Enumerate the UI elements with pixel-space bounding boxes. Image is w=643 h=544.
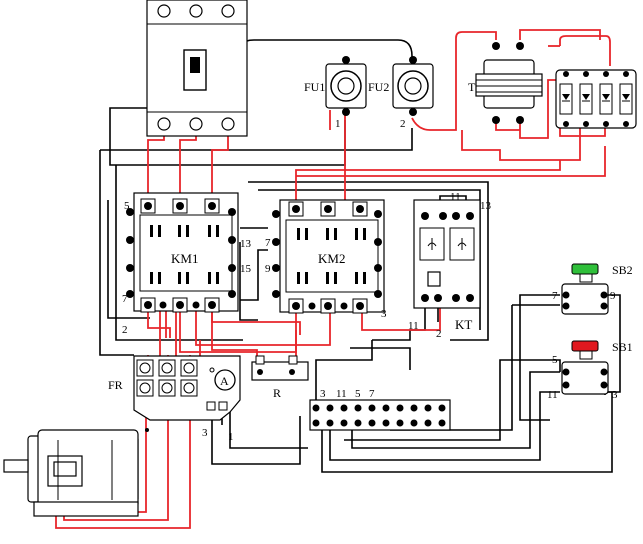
- resistor-label: R: [273, 386, 281, 400]
- km1-bottom-terminals: [140, 297, 220, 313]
- fu1-label: FU1: [304, 80, 325, 94]
- sb1-terminal-11: 11: [547, 389, 558, 401]
- kt-terminal-11-bottom: 11: [408, 320, 419, 332]
- fr-top-terminals: [136, 359, 198, 377]
- kt-terminal-2: 2: [436, 328, 442, 340]
- fr-terminal-1: 1: [228, 431, 234, 443]
- km1-top-terminals: [140, 198, 220, 214]
- diode-icon: [599, 83, 613, 115]
- red-button-cap: [571, 340, 599, 352]
- transformer-label: T: [468, 80, 476, 94]
- strip-terminal-5: 5: [355, 388, 361, 400]
- fr-terminal-3: 3: [202, 427, 208, 439]
- km2-top-terminals: [288, 201, 368, 217]
- power-wiring: [55, 29, 611, 529]
- strip-terminal-3: 3: [320, 388, 326, 400]
- sb1-terminal-5: 5: [552, 354, 558, 366]
- fuse-fu2: FU2 2: [368, 56, 434, 130]
- km2-terminal-3: 3: [381, 308, 387, 320]
- timer-kt: KT 11 13 11 2: [408, 191, 492, 340]
- resistor-r: R: [251, 355, 309, 400]
- fr-bottom-terminals: [136, 379, 198, 397]
- fuse-fu1: FU1 1: [304, 56, 367, 130]
- contactor-km2: KM2 7 9 3: [265, 199, 387, 320]
- kt-terminal-13: 13: [480, 200, 492, 212]
- transformer: T: [468, 42, 543, 124]
- km2-terminal-9: 9: [265, 263, 271, 275]
- diode-icon: [559, 83, 573, 115]
- fu1-terminal-label: 1: [335, 118, 341, 130]
- green-button-cap: [571, 263, 599, 275]
- km2-bottom-terminals: [288, 298, 368, 314]
- fr-label: FR: [108, 378, 123, 392]
- contactor-km1: KM1 5 7 2 13 15: [122, 192, 252, 336]
- km1-terminal-15: 15: [240, 263, 252, 275]
- fu2-terminal-label: 2: [400, 118, 406, 130]
- km2-label: KM2: [318, 251, 345, 266]
- sb2-terminal-7: 7: [552, 290, 558, 302]
- breaker-top-terminals: [157, 4, 235, 18]
- km2-terminal-7: 7: [265, 237, 271, 249]
- km1-terminal-5: 5: [124, 200, 130, 212]
- rectifier-bridge: [555, 69, 637, 129]
- diode-icon: [579, 83, 593, 115]
- km2-side-terminals: [272, 210, 382, 298]
- sb2-terminal-9: 9: [610, 290, 616, 302]
- km1-contact-slots: [150, 225, 219, 284]
- breaker-bottom-terminals: [157, 117, 235, 131]
- km2-contact-slots: [297, 228, 366, 284]
- terminal-strip-screws: [312, 404, 446, 427]
- pushbutton-sb2: SB2 7 9: [552, 263, 633, 315]
- km1-terminal-2: 2: [122, 324, 128, 336]
- km1-side-terminals: [126, 208, 236, 298]
- sb1-label: SB1: [612, 340, 633, 354]
- km1-terminal-13: 13: [240, 238, 252, 250]
- kt-terminal-11-top: 11: [450, 191, 461, 203]
- terminal-strip: 3 11 5 7: [309, 388, 451, 431]
- strip-terminal-11: 11: [336, 388, 347, 400]
- ammeter-label: A: [220, 374, 229, 388]
- sb2-label: SB2: [612, 263, 633, 277]
- diode-icon: [619, 83, 633, 115]
- sb1-terminal-3: 3: [612, 389, 618, 401]
- motor: [3, 429, 139, 517]
- km1-terminal-7: 7: [122, 293, 128, 305]
- overload-relay-fr: A FR 3 1: [108, 355, 241, 443]
- ammeter-icon: [214, 369, 236, 391]
- strip-terminal-7: 7: [369, 388, 375, 400]
- fu2-label: FU2: [368, 80, 389, 94]
- km1-label: KM1: [171, 251, 198, 266]
- pushbutton-sb1: SB1 5 11 3: [547, 340, 633, 401]
- circuit-breaker: [146, 0, 248, 137]
- kt-label: KT: [455, 317, 472, 332]
